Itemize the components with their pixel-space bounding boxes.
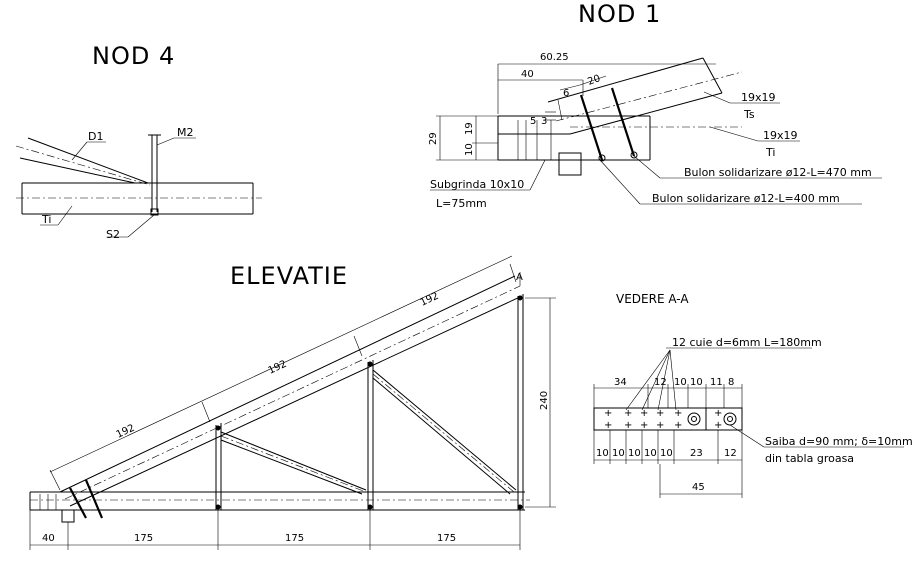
vedere-bottom-dim-12: 12 [724,448,737,459]
elev-bottom-dim-1: 175 [134,533,153,544]
nod1-bulon-400: Bulon solidarizare ø12-L=400 mm [652,192,840,205]
svg-text:+: + [604,408,612,419]
vedere-bottom-dim-3: 10 [628,448,641,459]
nod1-ts-name: Ts [743,108,755,121]
nod1-dim-6: 6 [563,88,569,99]
svg-text:+: + [674,408,682,419]
svg-text:+: + [604,420,612,431]
elev-height-dim: 240 [539,391,550,410]
vedere-detail: ++ ++ ++ ++ ++ ++ 34 12 10 10 11 8 12 cu… [593,336,913,498]
vedere-overall-dim: 45 [692,482,705,493]
vedere-top-dim-10a: 10 [674,377,687,388]
nod1-ti-name: Ti [765,146,775,159]
nod1-dim-10: 10 [464,143,475,156]
nod1-dim-40: 40 [521,69,534,80]
svg-text:+: + [714,420,722,431]
vedere-top-dim-34: 34 [614,377,627,388]
nod1-ts-size: 19x19 [741,91,776,104]
nod4-label-s2: S2 [106,228,120,241]
nod1-dim-29: 29 [428,132,439,145]
svg-text:+: + [656,420,664,431]
nod1-ti-size: 19x19 [763,129,798,142]
vedere-note-cuie: 12 cuie d=6mm L=180mm [672,336,822,349]
elev-top-dim-1: 192 [115,423,137,441]
nod4-label-d1: D1 [88,130,103,143]
svg-text:+: + [640,420,648,431]
svg-text:+: + [624,408,632,419]
vedere-note-tabla: din tabla groasa [765,452,854,465]
nod1-subgrinda: Subgrinda 10x10 [430,178,524,191]
title-nod4: NOD 4 [92,42,175,70]
elevatie-truss: 192 192 192 A 240 40 175 175 175 [29,255,556,550]
nod1-detail: 60.25 40 20 6 3 5 29 19 10 19x19 Ts 19x1… [428,52,882,210]
svg-text:+: + [674,420,682,431]
vedere-top-dim-12: 12 [654,377,667,388]
nod1-dim-3: 3 [541,116,547,127]
vedere-bottom-dim-2: 10 [612,448,625,459]
vedere-top-dim-8: 8 [728,377,734,388]
title-vedere: VEDERE A-A [616,292,689,306]
svg-text:+: + [640,408,648,419]
nod1-bulon-470: Bulon solidarizare ø12-L=470 mm [684,166,872,179]
elev-top-dim-2: 192 [267,359,289,377]
vedere-bottom-dim-4: 10 [644,448,657,459]
title-elevatie: ELEVATIE [230,262,348,290]
vedere-top-dim-11: 11 [710,377,723,388]
nod1-dim-20: 20 [586,73,602,88]
elev-ridge-mark: A [516,272,523,283]
nod1-dim-5: 5 [530,116,536,127]
elev-bottom-dim-3: 175 [437,533,456,544]
svg-text:+: + [714,408,722,419]
nod4-detail: D1 M2 Ti S2 [15,126,262,241]
elev-top-dim-3: 192 [419,291,441,309]
nod1-dim-6025: 60.25 [540,52,569,63]
vedere-bottom-dim-5: 10 [660,448,673,459]
nod1-subgrinda-length: L=75mm [436,197,487,210]
nod4-label-m2: M2 [177,126,194,139]
elev-bottom-dim-2: 175 [285,533,304,544]
nod1-dim-19: 19 [464,122,475,135]
vedere-bottom-dim-23: 23 [690,448,703,459]
svg-text:+: + [624,420,632,431]
title-nod1: NOD 1 [578,0,661,28]
elev-bottom-dim-40: 40 [42,533,55,544]
vedere-note-saiba: Saiba d=90 mm; δ=10mm [765,435,913,448]
vedere-bottom-dim-1: 10 [596,448,609,459]
nod4-label-ti: Ti [41,213,51,226]
vedere-top-dim-10b: 10 [690,377,703,388]
svg-text:+: + [656,408,664,419]
